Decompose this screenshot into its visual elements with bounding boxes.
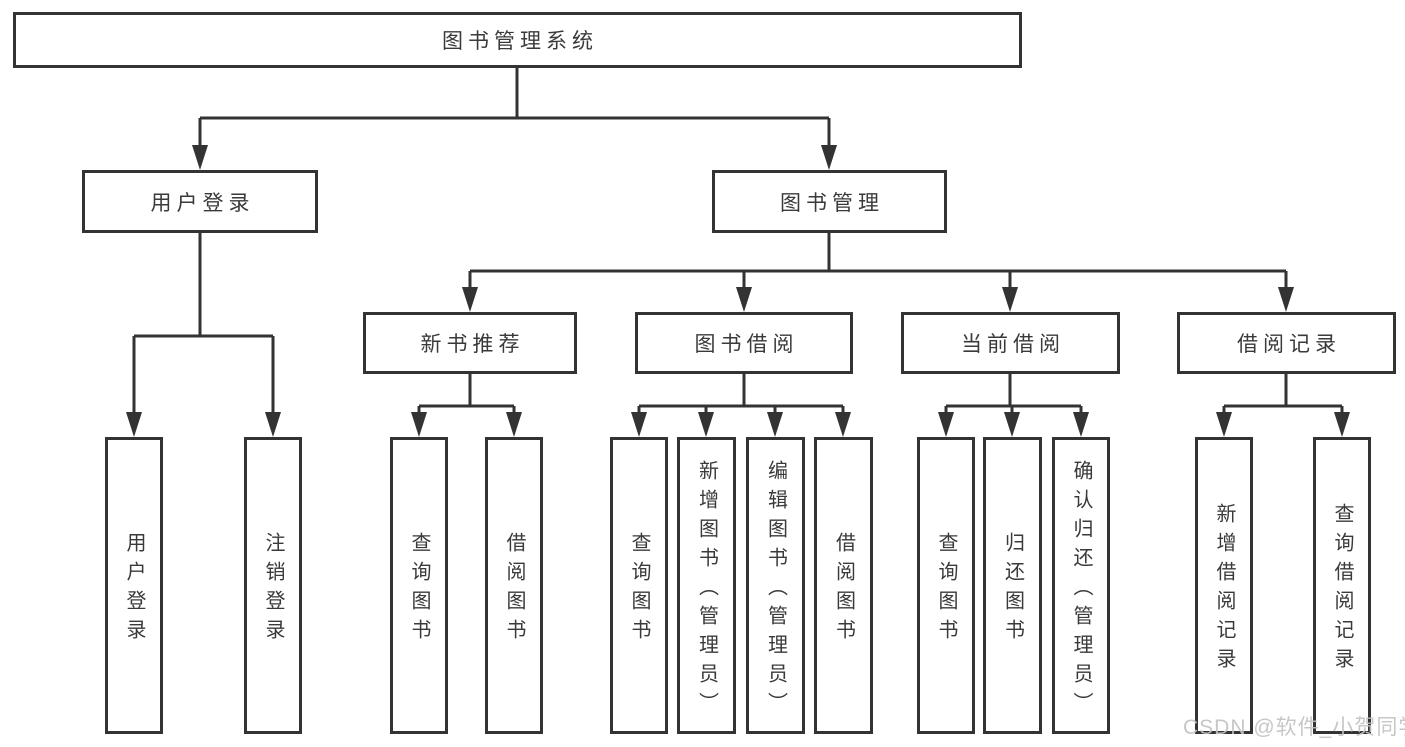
node-label: 查询图书 [628, 532, 650, 648]
node-book-management-module: 图书管理 [712, 170, 947, 233]
arrowhead-icons [126, 145, 1350, 437]
node-leaf-confirm-return-admin: 确认归还（管理员） [1052, 437, 1110, 734]
node-leaf-query-books-2: 查询图书 [610, 437, 668, 734]
node-leaf-logout: 注销登录 [244, 437, 302, 734]
node-leaf-query-books-3: 查询图书 [917, 437, 975, 734]
node-leaf-query-books-1: 查询图书 [390, 437, 448, 734]
node-root: 图书管理系统 [13, 12, 1022, 68]
node-label: 图书管理 [780, 191, 884, 215]
node-label: 借阅图书 [503, 532, 525, 648]
node-new-book-recommend: 新书推荐 [363, 312, 577, 374]
node-leaf-borrow-books-1: 借阅图书 [485, 437, 543, 734]
node-leaf-add-borrow-record: 新增借阅记录 [1195, 437, 1253, 734]
node-label: 用户登录 [150, 191, 255, 215]
node-label: 当前借阅 [961, 333, 1065, 356]
node-label: 图书借阅 [694, 333, 799, 356]
node-label: 确认归还（管理员） [1070, 459, 1092, 721]
node-label: 查询图书 [408, 532, 430, 648]
node-user-login-module: 用户登录 [82, 170, 318, 233]
node-book-borrow: 图书借阅 [635, 312, 853, 374]
node-label: 用户登录 [123, 532, 145, 648]
node-label: 新书推荐 [420, 333, 525, 356]
csdn-watermark: CSDN @软件_小贺同学 [1183, 716, 1405, 739]
node-root-label: 图书管理系统 [442, 30, 598, 53]
node-leaf-query-borrow-record: 查询借阅记录 [1313, 437, 1371, 734]
node-label: 借阅记录 [1237, 333, 1341, 356]
connector-lines [132, 68, 1344, 417]
node-leaf-borrow-books-2: 借阅图书 [814, 437, 873, 734]
node-label: 查询借阅记录 [1331, 503, 1353, 677]
node-current-borrow: 当前借阅 [901, 312, 1120, 374]
node-leaf-user-login: 用户登录 [105, 437, 163, 734]
node-leaf-add-book-admin: 新增图书（管理员） [677, 437, 736, 734]
node-borrow-records: 借阅记录 [1177, 312, 1396, 374]
node-label: 注销登录 [262, 532, 284, 648]
node-label: 借阅图书 [832, 532, 855, 648]
node-leaf-return-book: 归还图书 [983, 437, 1042, 734]
node-label: 编辑图书（管理员） [764, 459, 787, 721]
node-label: 新增图书（管理员） [695, 459, 718, 721]
node-leaf-edit-book-admin: 编辑图书（管理员） [746, 437, 805, 734]
node-label: 新增借阅记录 [1213, 503, 1235, 677]
node-label: 查询图书 [935, 532, 957, 648]
node-label: 归还图书 [1001, 532, 1024, 648]
